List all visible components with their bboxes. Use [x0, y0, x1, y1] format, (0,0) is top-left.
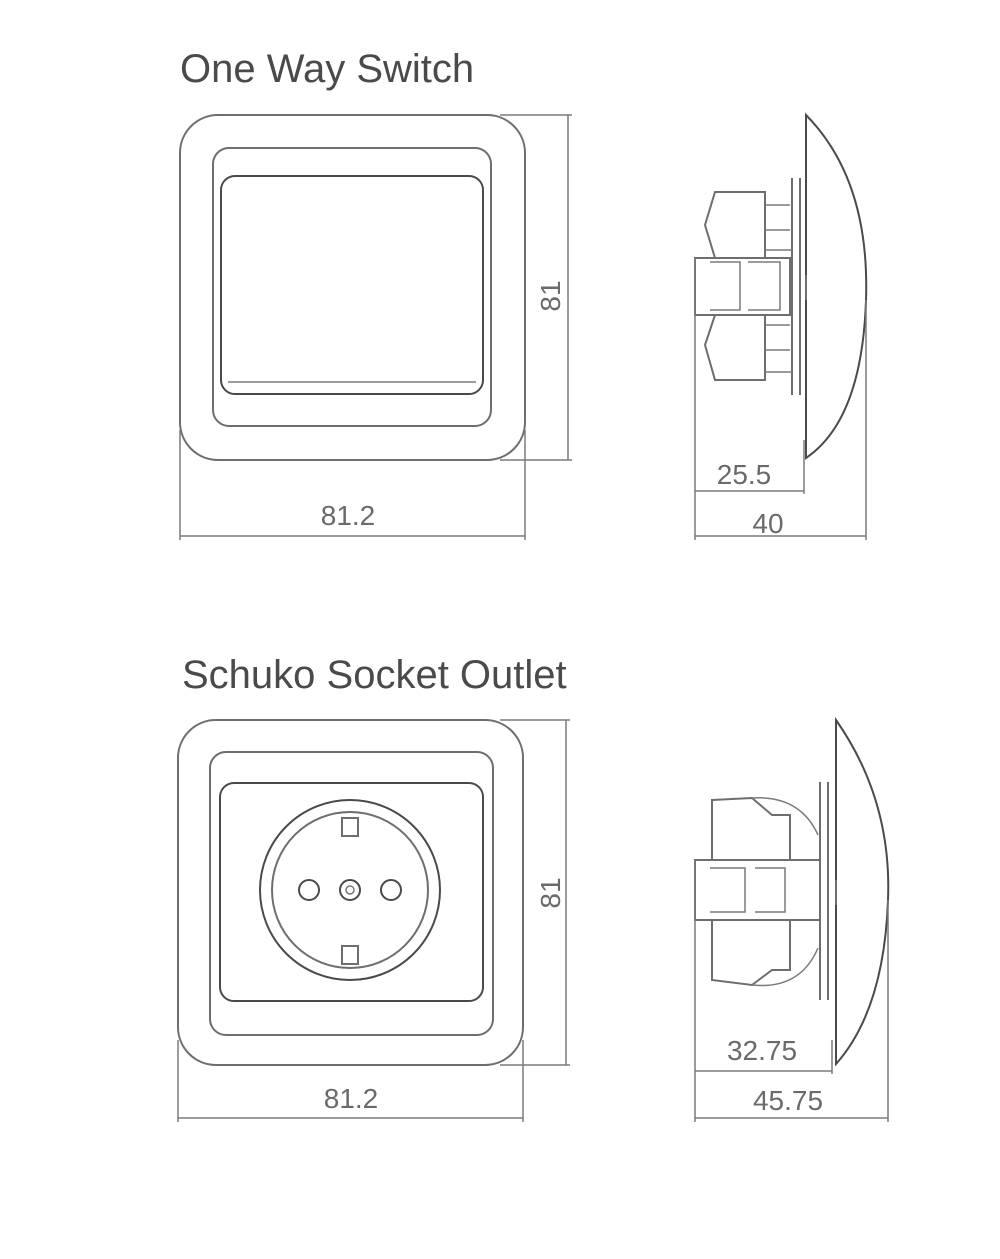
switch-depth-inner-label: 25.5	[717, 459, 772, 490]
switch-depth-dimensions: 25.5 40	[694, 258, 867, 540]
socket-title: Schuko Socket Outlet	[182, 653, 567, 697]
center-screw	[339, 879, 361, 901]
socket-plate	[219, 782, 484, 1002]
pin-hole-right	[380, 879, 402, 901]
socket-depth-inner-label: 32.75	[727, 1035, 797, 1066]
switch-front-view	[179, 114, 526, 461]
switch-side-view	[694, 112, 868, 460]
switch-rocker	[220, 175, 484, 395]
socket-recess-outer	[259, 799, 441, 981]
socket-front-view	[177, 719, 524, 1066]
earth-clip-bottom	[341, 945, 359, 965]
socket-outer-frame	[177, 719, 524, 1066]
switch-depth-total-label: 40	[752, 508, 783, 539]
switch-inner-frame	[212, 147, 492, 427]
earth-clip-top	[341, 817, 359, 837]
socket-width-label: 81.2	[324, 1083, 379, 1114]
switch-width-label: 81.2	[321, 500, 376, 531]
socket-cover-profile	[835, 716, 890, 1067]
switch-outer-frame	[179, 114, 526, 461]
socket-height-label: 81	[535, 877, 566, 908]
socket-height-dimension: 81	[500, 719, 570, 1066]
switch-height-label: 81	[535, 280, 566, 311]
socket-depth-total-label: 45.75	[753, 1085, 823, 1116]
switch-height-dimension: 81	[500, 114, 572, 461]
socket-width-dimension: 81.2	[177, 1040, 524, 1122]
switch-cover-profile	[805, 112, 868, 460]
pin-hole-left	[298, 879, 320, 901]
switch-title: One Way Switch	[180, 47, 474, 91]
socket-side-view	[694, 716, 890, 1067]
socket-recess-inner	[271, 811, 429, 969]
socket-depth-dimensions: 32.75 45.75	[694, 860, 889, 1122]
switch-width-dimension: 81.2	[179, 430, 526, 540]
socket-inner-frame	[209, 751, 494, 1036]
